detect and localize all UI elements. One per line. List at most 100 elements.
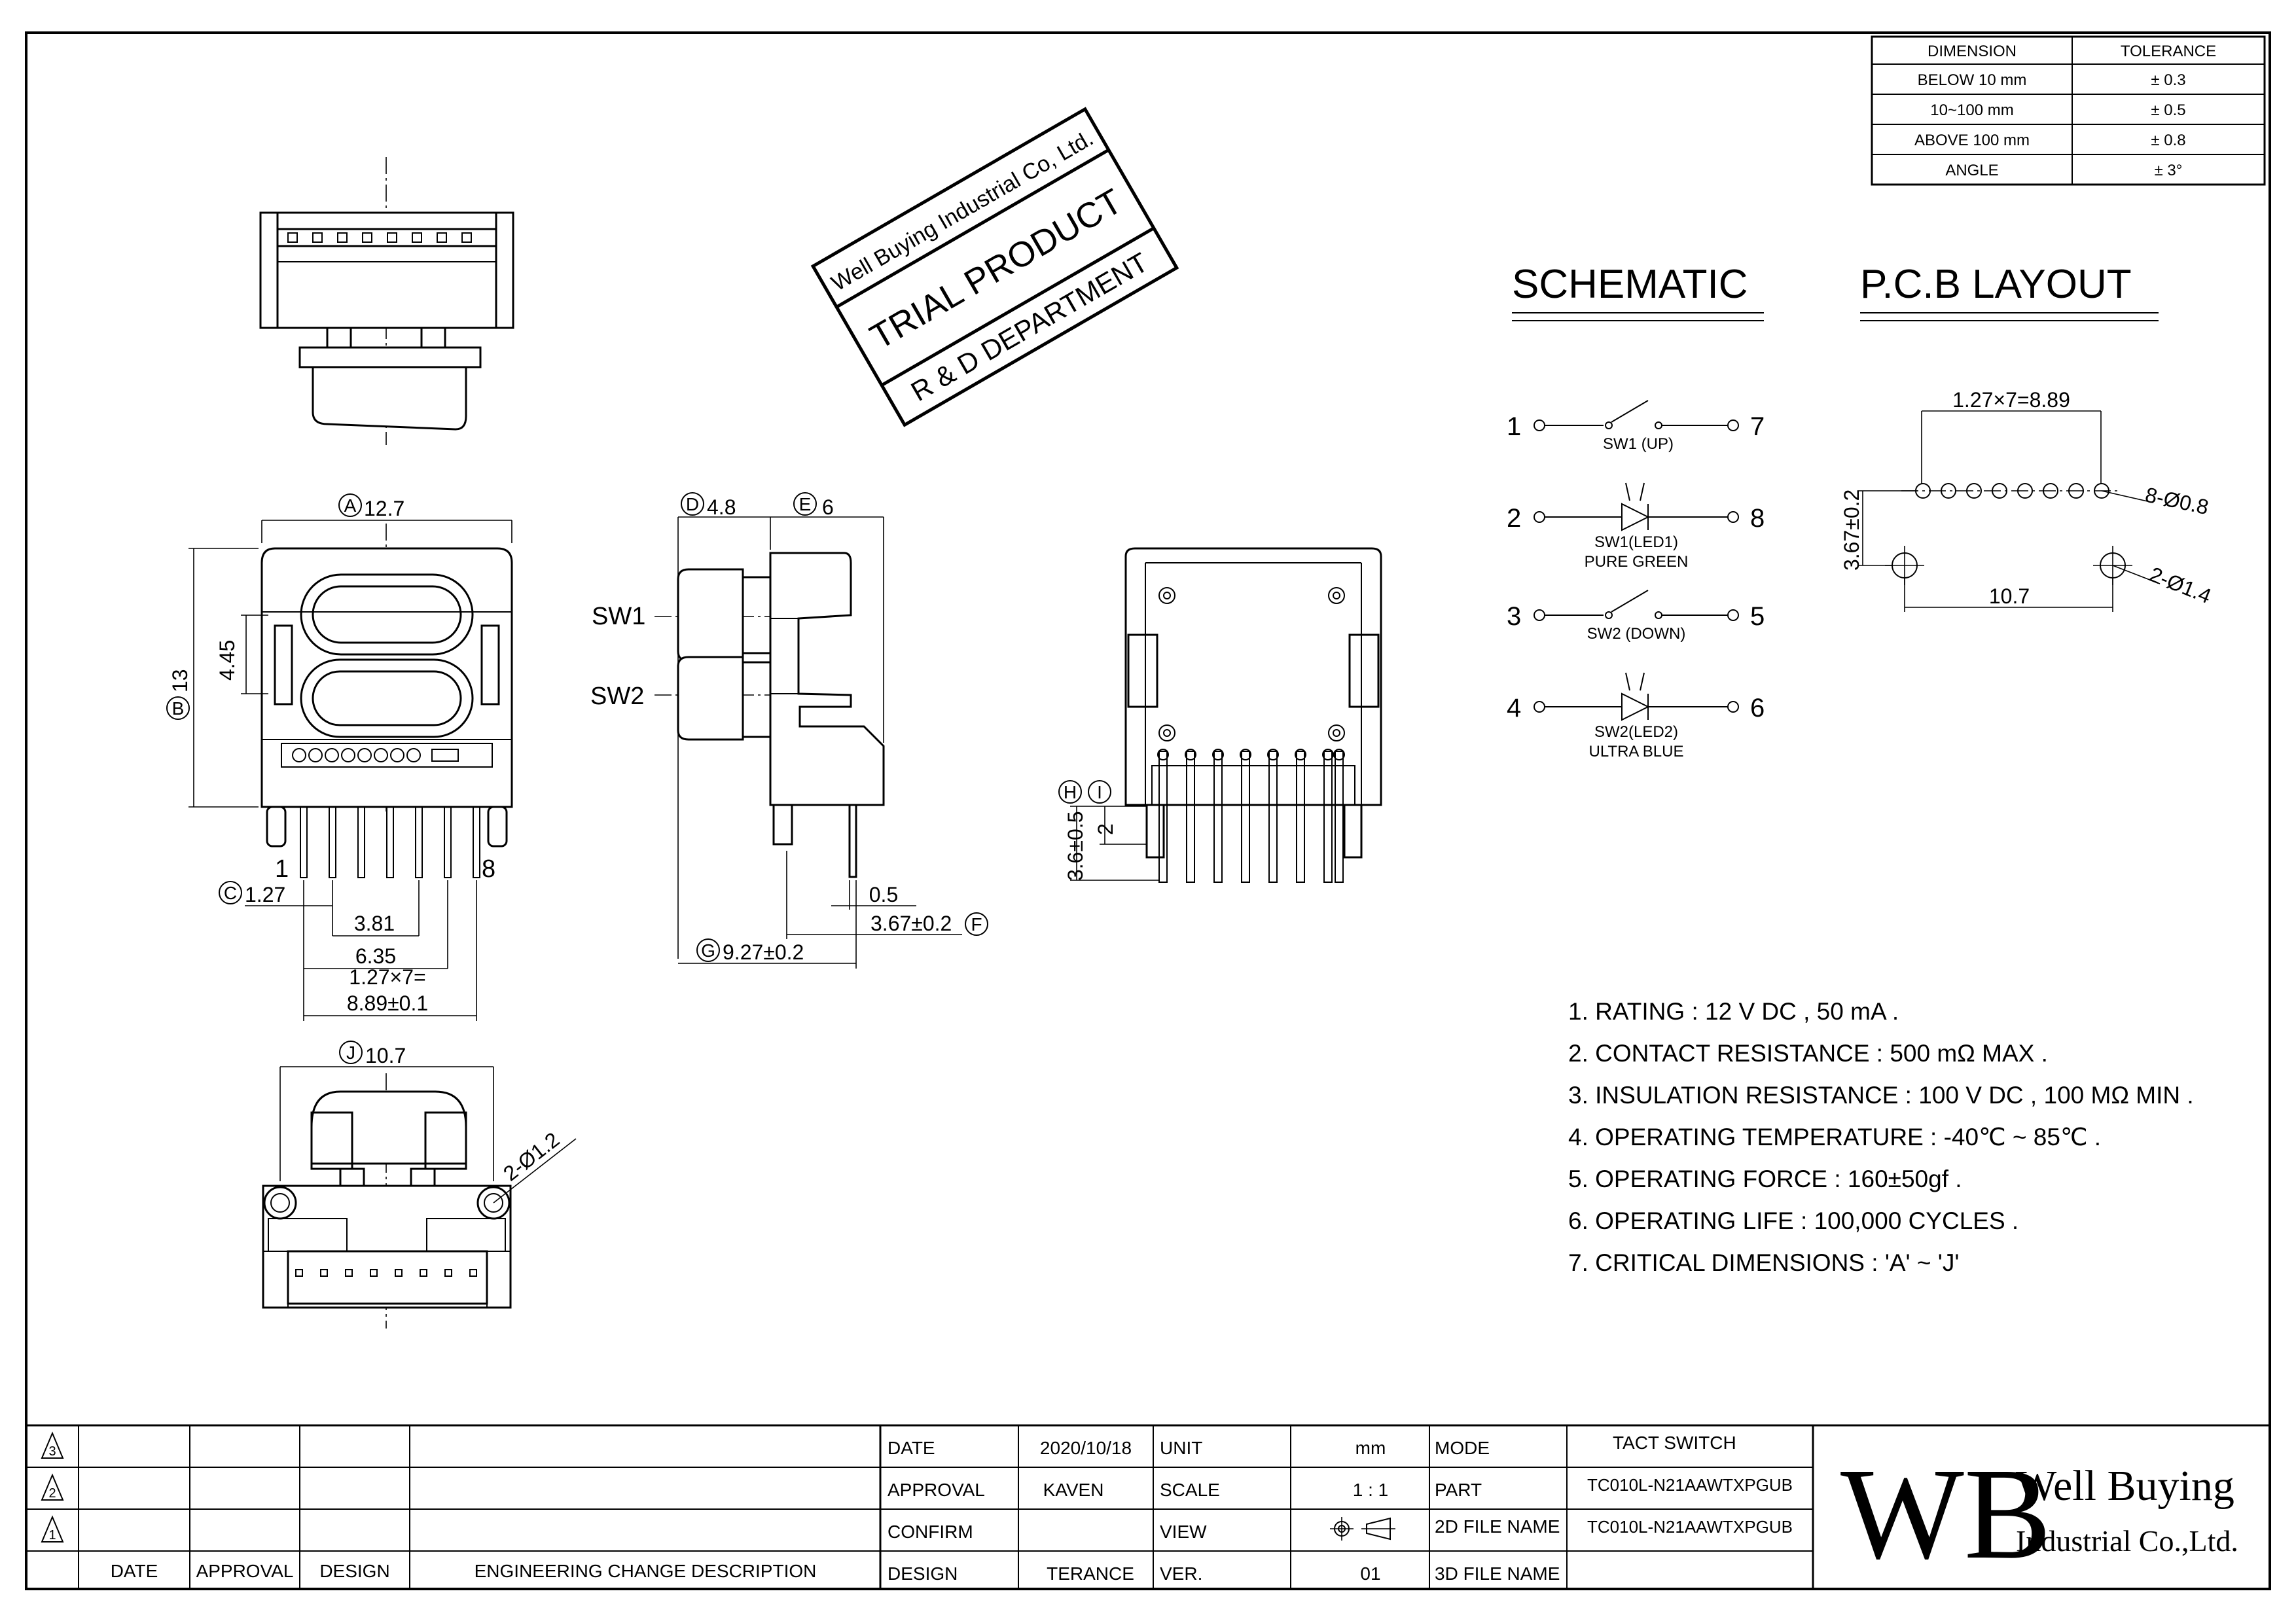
revision-marker: 1 — [48, 1528, 56, 1543]
sw2-label: SW2 — [590, 683, 644, 710]
dim-635-value: 6.35 — [355, 944, 396, 968]
dim-d-value: 4.8 — [707, 495, 736, 519]
tb-label-approval: APPROVAL — [888, 1480, 985, 1500]
schematic-pin: 7 — [1750, 412, 1765, 441]
dim-j-letter: J — [346, 1043, 355, 1063]
note-line: 5. OPERATING FORCE : 160±50gf . — [1568, 1166, 1962, 1192]
tolerance-row-dimension: ANGLE — [1945, 162, 1998, 179]
schematic-label-color: ULTRA BLUE — [1589, 743, 1684, 760]
logo-line2: Industrial Co.,Ltd. — [2016, 1524, 2238, 1558]
tolerance-row-value: ± 3° — [2155, 162, 2183, 179]
rear-view-dimensions: H I 2 3.6±0.5 — [1058, 780, 1158, 881]
tolerance-row-value: ± 0.8 — [2151, 132, 2185, 149]
dim-pitch-line2: 8.89±0.1 — [347, 991, 428, 1015]
tolerance-header-dimension: DIMENSION — [1928, 43, 2017, 60]
note-line: 3. INSULATION RESISTANCE : 100 V DC , 10… — [1568, 1082, 2194, 1109]
schematic-pin: 3 — [1507, 602, 1521, 631]
tb-value-scale: 1 : 1 — [1353, 1480, 1388, 1500]
dim-e-letter: E — [799, 494, 812, 514]
specification-notes: 1. RATING : 12 V DC , 50 mA . 2. CONTACT… — [1568, 998, 2194, 1276]
pcb-large-hole: 2-Ø1.4 — [2146, 562, 2214, 608]
tolerance-row-dimension: BELOW 10 mm — [1918, 71, 2027, 89]
tb-value-2d-file: TC010L-N21AAWTXPGUB — [1587, 1517, 1793, 1537]
dim-c2-value: 1.27 — [245, 883, 285, 906]
schematic-pin: 6 — [1750, 694, 1765, 722]
tb-value-ver: 01 — [1360, 1563, 1380, 1584]
dim-bottom-hole: 2-Ø1.2 — [499, 1128, 564, 1186]
dim-h-letter: H — [1064, 782, 1077, 802]
dim-f-letter: F — [971, 914, 982, 935]
dim-j-value: 10.7 — [365, 1044, 406, 1067]
title-block: 3 2 1 DATE APPROVAL DESIGN ENGINEERING C… — [26, 1424, 2270, 1589]
tb-label-unit: UNIT — [1160, 1438, 1202, 1458]
dim-a-value: 12.7 — [364, 497, 404, 520]
note-line: 4. OPERATING TEMPERATURE : -40℃ ~ 85℃ . — [1568, 1124, 2101, 1150]
tb-label-view: VIEW — [1160, 1522, 1207, 1542]
third-angle-projection-icon — [1330, 1517, 1395, 1541]
logo-line1: Well Buying — [2016, 1462, 2234, 1510]
schematic-pin: 1 — [1507, 412, 1521, 441]
tb-label-date: DATE — [888, 1438, 935, 1458]
revision-marker: 2 — [48, 1486, 56, 1501]
dim-i-value: 2 — [1094, 823, 1117, 835]
schematic-label-color: PURE GREEN — [1585, 553, 1689, 571]
change-header-date: DATE — [111, 1561, 158, 1581]
dim-b-letter: B — [172, 698, 185, 719]
tb-value-mode: TACT SWITCH — [1613, 1433, 1736, 1453]
schematic: SCHEMATIC 1 7 SW1 (UP) 2 8 SW1(LED1) PUR… — [1507, 262, 1765, 760]
pcb-small-hole: 8-Ø0.8 — [2144, 483, 2211, 520]
change-header-design: DESIGN — [319, 1561, 389, 1581]
schematic-pin: 5 — [1750, 602, 1765, 631]
note-line: 6. OPERATING LIFE : 100,000 CYCLES . — [1568, 1207, 2018, 1234]
trial-product-stamp: Well Buying Industrial Co, Ltd. TRIAL PR… — [810, 107, 1179, 427]
dim-c-value: 4.45 — [215, 640, 239, 681]
dim-f-value: 3.67±0.2 — [870, 912, 952, 935]
schematic-label: SW1 (UP) — [1603, 435, 1674, 453]
dim-c2-letter: C — [224, 883, 237, 903]
sw1-label: SW1 — [592, 603, 645, 630]
tb-label-ver: VER. — [1160, 1563, 1202, 1584]
pcb-span-dim: 10.7 — [1989, 584, 2030, 608]
tolerance-table: DIMENSION TOLERANCE BELOW 10 mm ± 0.3 10… — [1871, 35, 2266, 186]
tb-value-date: 2020/10/18 — [1040, 1438, 1132, 1458]
dim-b-value: 13 — [168, 669, 192, 692]
bottom-view-drawing — [262, 1073, 512, 1329]
top-view-drawing — [259, 157, 514, 445]
tb-label-design: DESIGN — [888, 1563, 958, 1584]
change-header-approval: APPROVAL — [196, 1561, 294, 1581]
pin-last-label: 8 — [482, 855, 495, 883]
tb-label-3d-file: 3D FILE NAME — [1435, 1563, 1560, 1584]
tolerance-row-dimension: ABOVE 100 mm — [1914, 132, 2030, 149]
schematic-label: SW2 (DOWN) — [1587, 625, 1686, 643]
tb-label-confirm: CONFIRM — [888, 1522, 973, 1542]
dim-d-letter: D — [686, 494, 699, 514]
tolerance-row-value: ± 0.3 — [2151, 71, 2185, 89]
dim-a-letter: A — [344, 495, 357, 516]
sheet-border — [25, 31, 2271, 1590]
schematic-pin: 8 — [1750, 504, 1765, 533]
pcb-height-dim: 3.67±0.2 — [1840, 490, 1863, 571]
schematic-pin: 4 — [1507, 694, 1521, 722]
tb-label-mode: MODE — [1435, 1438, 1490, 1458]
schematic-label: SW2(LED2) — [1594, 723, 1678, 741]
dim-e-value: 6 — [822, 495, 834, 519]
front-view-drawing — [260, 524, 513, 878]
tb-label-scale: SCALE — [1160, 1480, 1220, 1500]
note-line: 1. RATING : 12 V DC , 50 mA . — [1568, 998, 1899, 1025]
dim-g-value: 9.27±0.2 — [723, 940, 804, 964]
note-line: 2. CONTACT RESISTANCE : 500 mΩ MAX . — [1568, 1040, 2048, 1067]
schematic-title: SCHEMATIC — [1512, 262, 1748, 307]
revision-marker: 3 — [48, 1444, 56, 1459]
change-header-description: ENGINEERING CHANGE DESCRIPTION — [475, 1561, 817, 1581]
tolerance-row-value: ± 0.5 — [2151, 101, 2185, 119]
note-line: 7. CRITICAL DIMENSIONS : 'A' ~ 'J' — [1568, 1249, 1959, 1276]
logo-letters: WB — [1840, 1442, 2051, 1586]
tb-label-2d-file: 2D FILE NAME — [1435, 1516, 1560, 1537]
dim-i-letter: I — [1097, 782, 1102, 802]
side-view-dimensions: D 4.8 E 6 SW1 SW2 0.5 3.67±0.2 F G 9.27±… — [590, 492, 988, 969]
pcb-layout: P.C.B LAYOUT 1.27×7=8.89 8-Ø0.8 2-Ø1.4 3… — [1840, 262, 2215, 612]
dim-381-value: 3.81 — [354, 912, 395, 935]
dim-pitch-line1: 1.27×7= — [349, 965, 425, 989]
schematic-label: SW1(LED1) — [1594, 533, 1678, 551]
